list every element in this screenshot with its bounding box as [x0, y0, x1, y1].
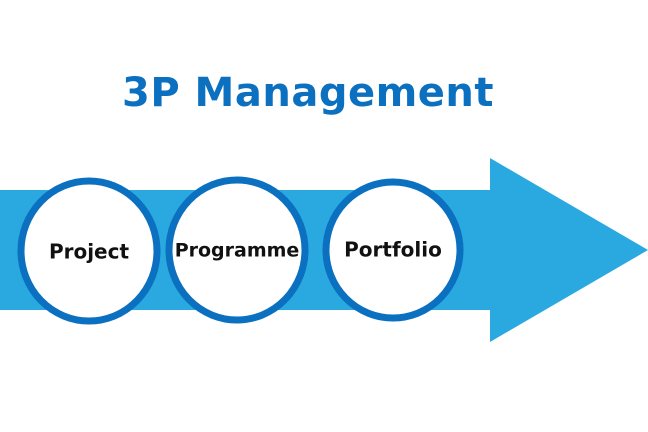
stage-programme: Programme — [165, 176, 309, 324]
stage-portfolio: Portfolio — [322, 178, 464, 322]
stage-project: Project — [17, 177, 161, 325]
stage-label: Project — [49, 240, 130, 264]
diagram-title: 3P Management — [121, 70, 494, 116]
stage-label: Portfolio — [344, 238, 442, 262]
stage-label: Programme — [175, 240, 300, 262]
